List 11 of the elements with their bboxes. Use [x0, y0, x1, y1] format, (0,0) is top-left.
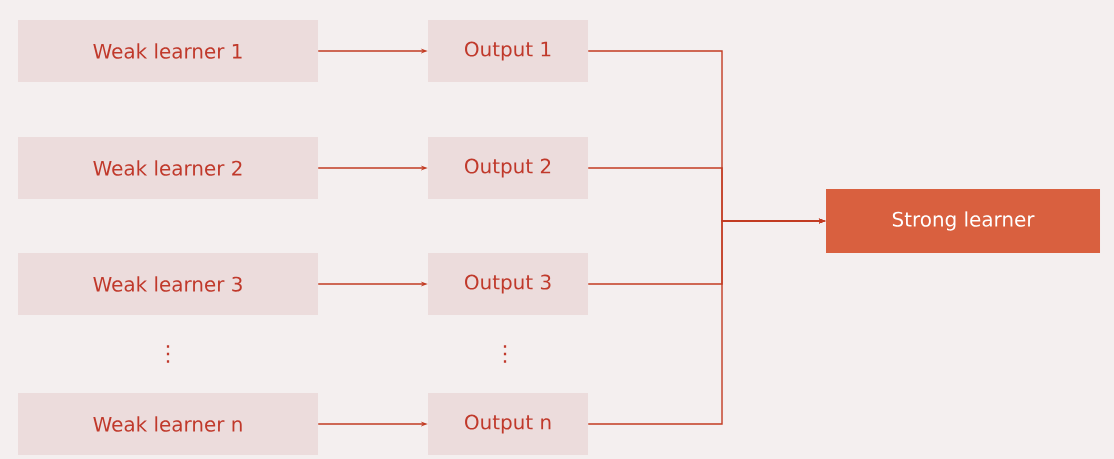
ellipsis-dots: ⋮	[166, 345, 170, 363]
learner-box: Weak learner 3	[18, 253, 318, 315]
learner-box: Weak learner 1	[18, 20, 318, 82]
output-box: Output 1	[428, 20, 588, 82]
result-box: Strong learner	[826, 189, 1100, 253]
learner-box: Weak learner n	[18, 393, 318, 455]
ellipsis-dots: ⋮	[503, 345, 507, 363]
output-box: Output 2	[428, 137, 588, 199]
output-box: Output n	[428, 393, 588, 455]
learner-box: Weak learner 2	[18, 137, 318, 199]
output-box: Output 3	[428, 253, 588, 315]
